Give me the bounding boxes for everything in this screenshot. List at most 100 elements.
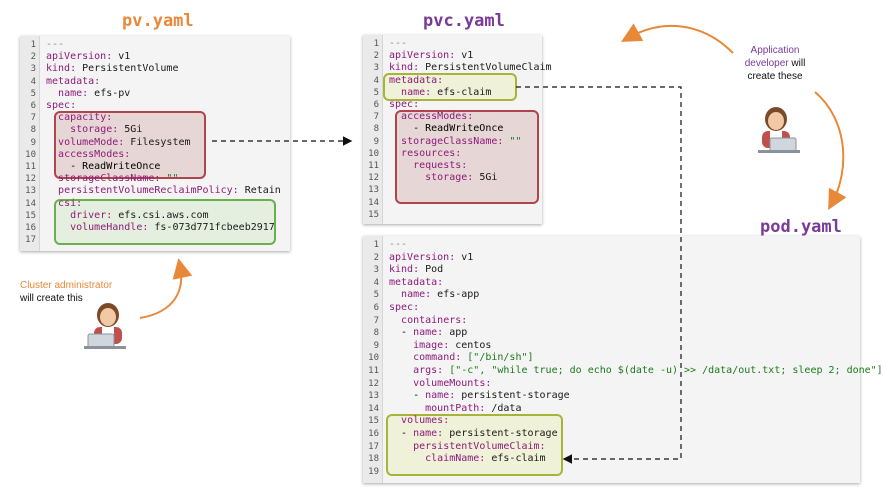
- line-number: 8: [30, 125, 36, 136]
- code-text: image: centos: [413, 339, 492, 351]
- line-number: 9: [30, 137, 36, 148]
- line-number: 18: [368, 454, 379, 465]
- person-at-laptop-icon: [748, 104, 804, 154]
- line-number: 10: [25, 149, 36, 160]
- line-number: 7: [30, 113, 36, 124]
- code-text: metadata:: [389, 74, 444, 86]
- line-number: 12: [25, 174, 36, 185]
- line-number: 14: [25, 198, 36, 209]
- line-number: 12: [368, 378, 379, 389]
- line-number: 14: [368, 197, 379, 208]
- line-number: 5: [30, 88, 36, 99]
- line-number: 13: [368, 185, 379, 196]
- code-line: 10 resources:: [363, 148, 542, 160]
- code-text: spec:: [389, 99, 420, 110]
- code-text: storageClassName: "": [401, 135, 522, 147]
- code-line: 10 accessModes:: [20, 149, 290, 161]
- pod-volumes-highlight: [386, 414, 563, 476]
- code-text: resources:: [401, 147, 462, 159]
- line-number: 7: [373, 315, 379, 326]
- line-number-gutter: [20, 36, 40, 251]
- code-text: ---: [389, 239, 408, 250]
- line-number: 4: [30, 76, 36, 87]
- cluster-admin-label: Cluster administrator will create this: [20, 280, 113, 304]
- line-number: 5: [373, 87, 379, 98]
- line-number: 17: [368, 441, 379, 452]
- code-text: spec:: [46, 100, 77, 111]
- line-number: 11: [25, 162, 36, 172]
- code-line: 1 ---: [20, 39, 290, 51]
- code-line: 11 requests:: [363, 160, 542, 172]
- code-line: 15 driver: efs.csi.aws.com: [20, 210, 290, 222]
- pvc-yaml-title: pvc.yaml: [423, 11, 505, 31]
- code-text: apiVersion: v1: [389, 251, 474, 263]
- line-number: 9: [373, 136, 379, 147]
- app-dev-to-pod-arrow: [814, 91, 847, 211]
- code-line: 15: [363, 209, 542, 221]
- code-text: claimName: efs-claim: [425, 453, 546, 465]
- code-line: 5 name: efs-app: [363, 289, 860, 301]
- code-line: 2 apiVersion: v1: [363, 252, 860, 264]
- code-line: 4 metadata:: [20, 76, 290, 88]
- code-text: - name: persistent-storage: [389, 428, 558, 439]
- line-number: 6: [30, 101, 36, 111]
- line-number: 9: [373, 340, 379, 351]
- code-line: 11 args: ["-c", "while true; do echo $(d…: [363, 365, 883, 377]
- code-line: 5 name: efs-pv: [20, 88, 290, 100]
- line-number: 13: [368, 391, 379, 402]
- code-text: metadata:: [46, 75, 101, 87]
- code-line: 12 storage: 5Gi: [363, 172, 542, 184]
- app-dev-to-pvc-arrow: [621, 23, 734, 54]
- line-number: 8: [373, 328, 379, 339]
- line-number: 3: [30, 64, 36, 75]
- line-number: 7: [373, 112, 379, 123]
- cluster-admin-arrow: [139, 258, 193, 319]
- code-line: 9 storageClassName: "": [363, 136, 542, 148]
- pvc-spec-highlight: [395, 110, 539, 204]
- code-line: 8 - name: app: [363, 327, 860, 339]
- code-text: - ReadWriteOnce: [389, 123, 504, 135]
- code-line: 16 - name: persistent-storage: [363, 428, 860, 440]
- code-line: 14: [363, 197, 542, 209]
- line-number: 1: [30, 40, 36, 50]
- code-text: spec:: [389, 302, 420, 313]
- line-number: 2: [373, 252, 379, 263]
- code-text: storageClassName: "": [58, 173, 179, 185]
- code-text: accessModes:: [401, 111, 474, 123]
- app-dev-label: Application developer will create these: [744, 45, 806, 82]
- code-line: 1 ---: [363, 239, 860, 251]
- code-text: accessModes:: [58, 148, 131, 160]
- line-number: 6: [373, 100, 379, 110]
- code-text: persistentVolumeReclaimPolicy: Retain: [58, 185, 281, 197]
- code-line: 19: [363, 466, 860, 478]
- line-number: 14: [368, 403, 379, 414]
- line-number: 19: [368, 466, 379, 477]
- code-text: metadata:: [389, 276, 444, 288]
- code-text: requests:: [413, 160, 468, 171]
- line-number: 1: [373, 39, 379, 49]
- pvc-metadata-highlight: [383, 73, 517, 101]
- code-line: 8 storage: 5Gi: [20, 124, 290, 136]
- code-line: 15 volumes:: [363, 415, 860, 427]
- line-number: 1: [373, 240, 379, 250]
- code-line: 7 accessModes:: [363, 111, 542, 123]
- code-text: - name: app: [389, 327, 468, 339]
- code-line: 10 command: ["/bin/sh"]: [363, 352, 860, 364]
- code-line: 5 name: efs-claim: [363, 87, 542, 99]
- code-text: storage: 5Gi: [70, 124, 143, 136]
- code-text: ---: [46, 39, 65, 50]
- code-text: capacity:: [58, 112, 113, 124]
- code-text: apiVersion: v1: [46, 51, 131, 63]
- code-line: 9 volumeMode: Filesystem: [20, 137, 290, 149]
- code-line: 12 volumeMounts:: [363, 378, 860, 390]
- code-text: name: efs-pv: [58, 87, 131, 99]
